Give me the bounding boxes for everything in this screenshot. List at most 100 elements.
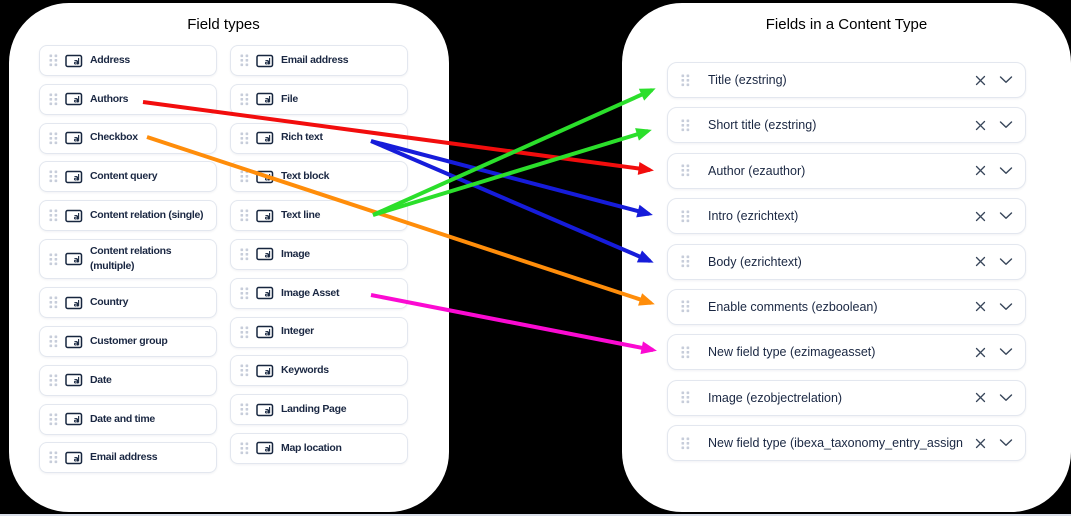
drag-handle-icon[interactable] bbox=[240, 248, 249, 261]
content-type-title: Fields in a Content Type bbox=[765, 16, 928, 33]
drag-handle-icon[interactable] bbox=[49, 253, 58, 266]
field-type-item[interactable]: a Content relations (multiple) bbox=[39, 238, 217, 280]
drag-handle-icon[interactable] bbox=[240, 209, 249, 222]
collapse-field-button[interactable] bbox=[997, 298, 1015, 316]
remove-field-button[interactable] bbox=[971, 298, 989, 316]
collapse-field-button[interactable] bbox=[997, 116, 1015, 134]
field-type-icon: a bbox=[65, 252, 83, 266]
drag-handle-icon[interactable] bbox=[49, 209, 58, 222]
collapse-field-button[interactable] bbox=[997, 207, 1015, 225]
drag-handle-icon[interactable] bbox=[49, 451, 58, 464]
drag-handle-icon[interactable] bbox=[240, 364, 249, 377]
field-types-title: Field types bbox=[187, 16, 260, 33]
drag-handle-icon[interactable] bbox=[240, 132, 249, 145]
svg-text:a: a bbox=[74, 96, 79, 105]
content-type-field-item[interactable]: Image (ezobjectrelation) bbox=[667, 379, 1026, 416]
drag-handle-icon[interactable] bbox=[240, 287, 249, 300]
remove-field-button[interactable] bbox=[971, 434, 989, 452]
drag-handle-icon[interactable] bbox=[240, 54, 249, 67]
drag-handle-icon[interactable] bbox=[49, 54, 58, 67]
drag-handle-icon[interactable] bbox=[681, 346, 690, 359]
content-type-field-item[interactable]: Intro (ezrichtext) bbox=[667, 198, 1026, 235]
drag-handle-icon[interactable] bbox=[49, 335, 58, 348]
remove-field-button[interactable] bbox=[971, 389, 989, 407]
content-type-field-label: Body (ezrichtext) bbox=[708, 254, 802, 269]
content-type-field-item[interactable]: Body (ezrichtext) bbox=[667, 243, 1026, 280]
field-type-icon: a bbox=[256, 92, 274, 106]
content-type-field-label: Intro (ezrichtext) bbox=[708, 209, 799, 224]
drag-handle-icon[interactable] bbox=[681, 437, 690, 450]
remove-field-button[interactable] bbox=[971, 343, 989, 361]
remove-field-button[interactable] bbox=[971, 116, 989, 134]
content-type-field-item[interactable]: Enable comments (ezboolean) bbox=[667, 288, 1026, 325]
drag-handle-icon[interactable] bbox=[681, 300, 690, 313]
svg-text:a: a bbox=[74, 377, 79, 386]
drag-handle-icon[interactable] bbox=[240, 326, 249, 339]
drag-handle-icon[interactable] bbox=[240, 170, 249, 183]
remove-field-button[interactable] bbox=[971, 71, 989, 89]
drag-handle-icon[interactable] bbox=[49, 93, 58, 106]
content-type-field-label: Author (ezauthor) bbox=[708, 163, 806, 178]
content-type-field-item[interactable]: New field type (ibexa_taxonomy_entry_ass… bbox=[667, 425, 1026, 462]
collapse-field-button[interactable] bbox=[997, 253, 1015, 271]
x-icon bbox=[975, 438, 985, 448]
content-type-field-item[interactable]: New field type (ezimageasset) bbox=[667, 334, 1026, 371]
drag-handle-icon[interactable] bbox=[49, 374, 58, 387]
chevron-down-icon bbox=[999, 348, 1013, 356]
drag-handle-icon[interactable] bbox=[49, 170, 58, 183]
content-type-field-item[interactable]: Title (ezstring) bbox=[667, 62, 1026, 98]
drag-handle-icon[interactable] bbox=[49, 413, 58, 426]
content-type-field-item[interactable]: Author (ezauthor) bbox=[667, 152, 1026, 189]
collapse-field-button[interactable] bbox=[997, 71, 1015, 89]
field-type-icon: a bbox=[256, 403, 274, 417]
drag-handle-icon[interactable] bbox=[681, 119, 690, 132]
drag-handle-icon[interactable] bbox=[49, 296, 58, 309]
content-type-field-label: Short title (ezstring) bbox=[708, 118, 817, 133]
remove-field-button[interactable] bbox=[971, 207, 989, 225]
field-type-label: Content relations (multiple) bbox=[90, 244, 172, 273]
field-type-label: Country bbox=[90, 296, 129, 309]
drag-handle-icon[interactable] bbox=[240, 442, 249, 455]
drag-handle-icon[interactable] bbox=[240, 403, 249, 416]
field-type-label: Image bbox=[281, 247, 310, 260]
x-icon bbox=[975, 211, 985, 221]
collapse-field-button[interactable] bbox=[997, 343, 1015, 361]
collapse-field-button[interactable] bbox=[997, 162, 1015, 180]
drag-handle-icon[interactable] bbox=[681, 255, 690, 268]
remove-field-button[interactable] bbox=[971, 253, 989, 271]
drag-handle-icon[interactable] bbox=[681, 391, 690, 404]
remove-field-button[interactable] bbox=[971, 162, 989, 180]
x-icon bbox=[975, 75, 985, 85]
drag-handle-icon[interactable] bbox=[240, 93, 249, 106]
chevron-down-icon bbox=[999, 439, 1013, 447]
drag-handle-icon[interactable] bbox=[681, 210, 690, 223]
drag-handle-icon[interactable] bbox=[681, 74, 690, 87]
collapse-field-button[interactable] bbox=[997, 389, 1015, 407]
collapse-field-button[interactable] bbox=[997, 434, 1015, 452]
content-type-field-item[interactable]: Short title (ezstring) bbox=[667, 107, 1026, 144]
drag-handle-icon[interactable] bbox=[681, 164, 690, 177]
content-type-field-label: New field type (ibexa_taxonomy_entry_ass… bbox=[708, 436, 963, 451]
drag-handle-icon[interactable] bbox=[49, 132, 58, 145]
